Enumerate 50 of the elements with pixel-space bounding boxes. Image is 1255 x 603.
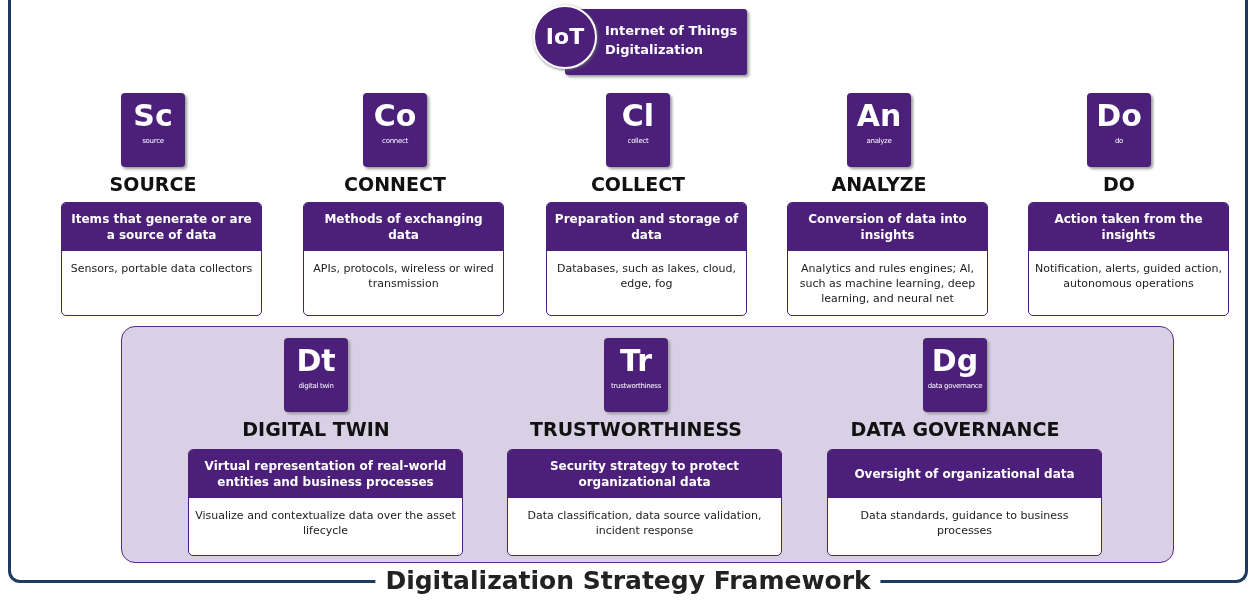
card-body-text: Sensors, portable data collectors	[69, 261, 254, 277]
card-header: Virtual representation of real-world entities and business processes	[189, 450, 462, 498]
category-heading: TRUSTWORTHINESS	[529, 418, 743, 440]
description-card	[546, 202, 747, 316]
element-symbol: Cl	[620, 97, 656, 135]
element-symbol: Co	[372, 97, 418, 135]
card-body-text: Analytics and rules engines; AI, such as machine learning, deep learning, and neural net	[798, 261, 977, 307]
element-tile	[606, 93, 670, 167]
category-heading: COLLECT	[589, 173, 687, 195]
card-header: Methods of exchanging data	[304, 203, 503, 251]
element-tile	[604, 338, 668, 412]
card-body-text: Notification, alerts, guided action, autonomous operations	[1034, 261, 1223, 292]
description-card	[1028, 202, 1229, 316]
element-symbol: Sc	[132, 97, 174, 135]
category-heading: DATA GOVERNANCE	[849, 418, 1061, 440]
element-tile	[363, 93, 427, 167]
description-card	[827, 449, 1102, 556]
iot-badge: IoT	[533, 5, 597, 69]
card-header: Conversion of data into insights	[788, 203, 987, 251]
card-header: Security strategy to protect organizational data	[508, 450, 781, 498]
element-tile	[1087, 93, 1151, 167]
card-body-text: Visualize and contextualize data over the asset lifecycle	[194, 508, 457, 539]
description-card	[303, 202, 504, 316]
card-body-text: APIs, protocols, wireless or wired transmission	[312, 261, 495, 292]
element-symbol: An	[855, 97, 903, 135]
category-heading: SOURCE	[108, 173, 198, 195]
element-tile	[847, 93, 911, 167]
category-heading: CONNECT	[343, 173, 447, 195]
card-header: Action taken from the insights	[1029, 203, 1228, 251]
group-panel	[121, 326, 1174, 563]
description-card	[787, 202, 988, 316]
description-card	[507, 449, 782, 556]
description-card	[188, 449, 463, 556]
description-card	[61, 202, 262, 316]
element-symbol: Do	[1095, 97, 1143, 135]
category-heading: DIGITAL TWIN	[241, 418, 391, 440]
card-header: Items that generate or are a source of data	[62, 203, 261, 251]
card-body-text: Databases, such as lakes, cloud, edge, fog	[556, 261, 737, 292]
card-body-text: Data standards, guidance to business processes	[859, 508, 1070, 539]
element-symbol: Dt	[295, 342, 337, 380]
card-header: Oversight of organizational data	[828, 450, 1101, 498]
element-tile	[284, 338, 348, 412]
element-tile	[923, 338, 987, 412]
category-heading: ANALYZE	[830, 173, 928, 195]
element-tile	[121, 93, 185, 167]
card-header: Preparation and storage of data	[547, 203, 746, 251]
category-heading: DO	[1102, 173, 1136, 195]
element-symbol: Dg	[930, 342, 980, 380]
element-symbol: Tr	[619, 342, 653, 380]
card-body-text: Data classification, data source validation, incident response	[526, 508, 763, 539]
